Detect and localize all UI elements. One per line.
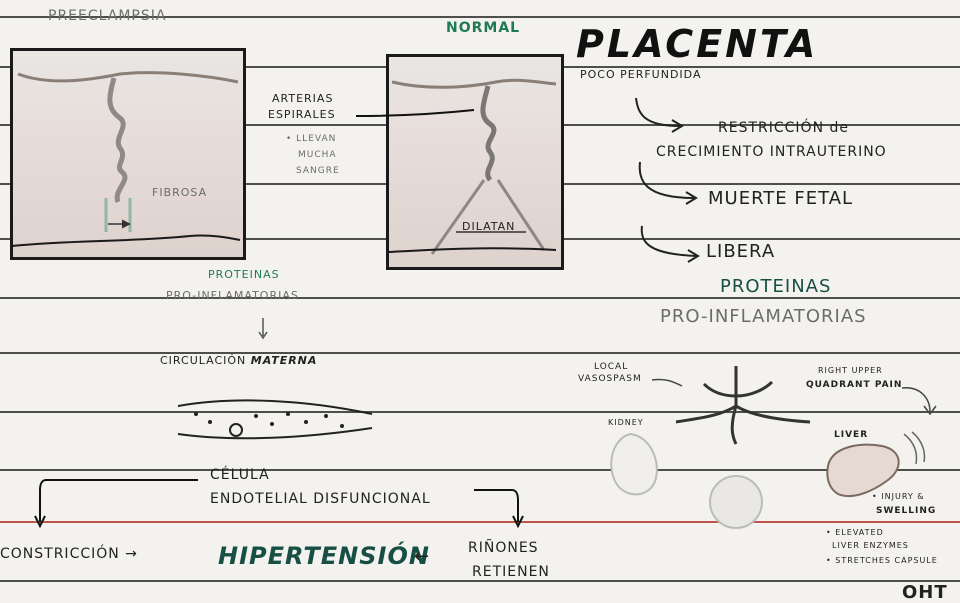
kidney-drawing [600,430,670,520]
local-label: LOCAL [594,362,628,372]
elevated-line2: LIVER ENZYMES [832,541,909,550]
placenta-title: PLACENTA [576,22,818,66]
circulacion-prefix: CIRCULACIÓN [160,354,246,367]
ruled-line [0,352,960,354]
espirales-label: ESPIRALES [268,108,336,121]
injury-line1: • INJURY & [872,492,925,501]
vessel-drawing [176,392,376,452]
normal-artery-drawing [386,54,564,270]
preeclampsia-title: PREECLAMPSIA [48,8,166,24]
pain-line2: QUADRANT PAIN [806,380,902,390]
muerte-fetal: MUERTE FETAL [708,188,853,209]
hipertension-label: HIPERTENSIÓN [218,542,430,570]
stretches-line: • STRETCHES CAPSULE [826,556,938,565]
restriccion-line2: CRECIMIENTO INTRAUTERINO [656,144,887,160]
constriccion-label: CONSTRICCIÓN → [0,546,138,562]
organ-drawing [702,466,772,536]
note-line-1: • LLEVAN [286,134,336,144]
pain-line1: RIGHT UPPER [818,366,883,375]
arrow-restriccion [632,96,692,136]
arrow-libera [636,224,706,264]
ruled-line [0,580,960,582]
down-arrow [258,318,268,342]
arrow-muerte [634,160,704,206]
elevated-line1: • ELEVATED [826,528,884,537]
note-line-3: SANGRE [296,166,340,176]
retienen-label: RETIENEN [472,564,550,580]
poco-perfundida: POCO PERFUNDIDA [580,68,701,81]
circulacion-bold: MATERNA [251,354,318,367]
libera: LIBERA [706,241,775,262]
proinflamatorias-right: PRO-INFLAMATORIAS [660,306,867,327]
note-line-2: MUCHA [298,150,337,160]
rinones-label: RIÑONES [468,540,539,556]
left-arrow: ← [414,546,430,567]
preeclampsia-artery-drawing [10,48,246,260]
swelling-marks [900,430,930,470]
restriccion-line1: RESTRICCIÓN de [718,120,849,136]
normal-label: NORMAL [446,20,520,36]
circulacion-materna: CIRCULACIÓN MATERNA [160,354,317,367]
ruled-line [0,469,960,471]
proinflamatorias-label: PRO-INFLAMATORIAS [166,289,299,302]
fibrosa-label: FIBROSA [152,186,207,199]
arterias-label: ARTERIAS [272,92,333,105]
espirales-pointer [356,104,476,124]
kidney-label: KIDNEY [608,418,644,427]
ruled-line [0,297,960,299]
vasospasm-label: VASOSPASM [578,374,642,384]
proteinas-label: PROTEINAS [208,268,280,281]
dilatan-label: DILATAN [462,220,515,233]
bracket-arrows [38,478,528,538]
injury-line2: SWELLING [876,506,936,516]
corner-text: OHT [902,582,948,603]
curved-arrow [900,382,940,422]
proteinas-right: PROTEINAS [720,276,831,297]
